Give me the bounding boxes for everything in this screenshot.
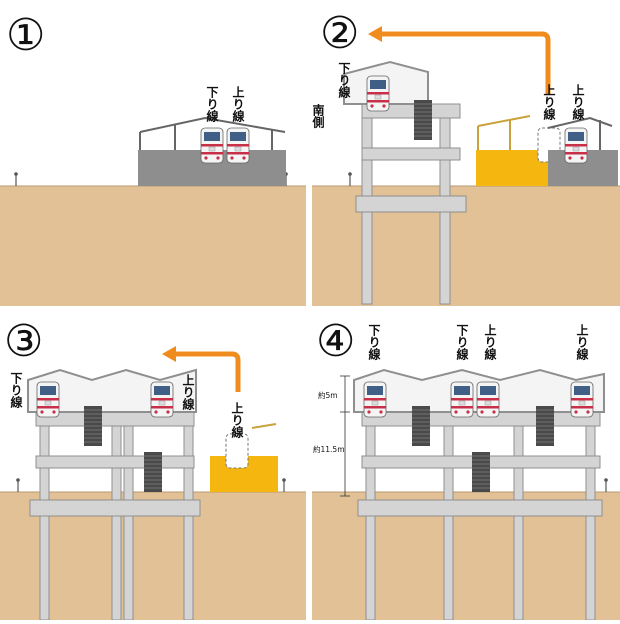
step-number: ③: [4, 316, 43, 367]
panel-4: 約5m 約11.5m ④ 下り線 下り線 上り線 上り線: [312, 316, 620, 621]
future-train-outline: [225, 433, 249, 469]
deck-middle: [35, 455, 195, 469]
elevated-structure-extended: [27, 368, 201, 621]
existing-ground-station: [138, 116, 286, 186]
train-icon: [200, 127, 224, 164]
elevated-structure-south: [343, 60, 467, 305]
panel-1: ① 下り線 上り線: [0, 10, 306, 306]
step-number: ②: [320, 8, 359, 59]
elevated-structure-complete: [353, 368, 605, 621]
streetlamp-icon: [603, 477, 609, 493]
panel-2: ② 下り線 上り線 上り線 南側: [311, 8, 620, 306]
move-arrow: [174, 351, 241, 392]
arrow-head: [162, 346, 176, 362]
streetlamp-icon: [347, 171, 353, 187]
existing-up-line: [547, 116, 618, 186]
move-arrow: [380, 31, 551, 94]
streetlamp-icon: [281, 477, 287, 493]
train-icon: [363, 381, 387, 418]
label-up-line: 上り線: [575, 323, 589, 361]
stair-icon: [535, 405, 555, 447]
dimension-upper: 約5m: [318, 390, 338, 400]
dimension-total: 約11.5m: [313, 444, 345, 454]
train-icon: [366, 75, 390, 112]
train-icon: [36, 381, 60, 418]
train-icon: [226, 127, 250, 164]
train-icon: [564, 127, 588, 164]
label-up-line-temp: 上り線: [230, 401, 244, 439]
label-up-line: 上り線: [181, 373, 195, 411]
label-up-line-temp: 上り線: [542, 83, 556, 121]
temporary-platform: [476, 150, 548, 186]
step-number: ④: [316, 316, 355, 367]
temporary-platform-lower: [210, 468, 250, 492]
deck-middle: [361, 147, 461, 161]
train-icon: [450, 381, 474, 418]
label-up-line: 上り線: [571, 83, 585, 121]
stair-icon: [471, 451, 491, 493]
label-down-line: 下り線: [9, 372, 23, 409]
temporary-up-line: [476, 115, 561, 186]
label-south-side: 南側: [311, 103, 325, 129]
panel-3: ③ 下り線 上り線 上り線: [0, 316, 306, 621]
label-down-line: 下り線: [367, 324, 381, 361]
label-down-line: 下り線: [455, 324, 469, 361]
stair-icon: [83, 405, 103, 447]
temporary-up-line: [210, 423, 278, 492]
label-up-line: 上り線: [483, 323, 497, 361]
label-down-line: 下り線: [337, 62, 351, 99]
step-number: ①: [6, 10, 45, 61]
stair-icon: [413, 99, 433, 141]
train-icon: [150, 381, 174, 418]
streetlamp-icon: [15, 477, 21, 493]
streetlamp-icon: [13, 171, 19, 187]
footing-beam: [355, 195, 467, 213]
stair-icon: [143, 451, 163, 493]
arrow-head: [368, 26, 382, 42]
label-down-line: 下り線: [205, 86, 219, 123]
footing-beam: [29, 499, 201, 517]
height-dimension: 約5m 約11.5m: [313, 375, 350, 497]
panel-1-soil: [0, 186, 306, 306]
stair-icon: [411, 405, 431, 447]
train-icon: [476, 381, 500, 418]
train-icon: [570, 381, 594, 418]
label-up-line: 上り線: [231, 85, 245, 123]
footing-beam: [357, 499, 603, 517]
